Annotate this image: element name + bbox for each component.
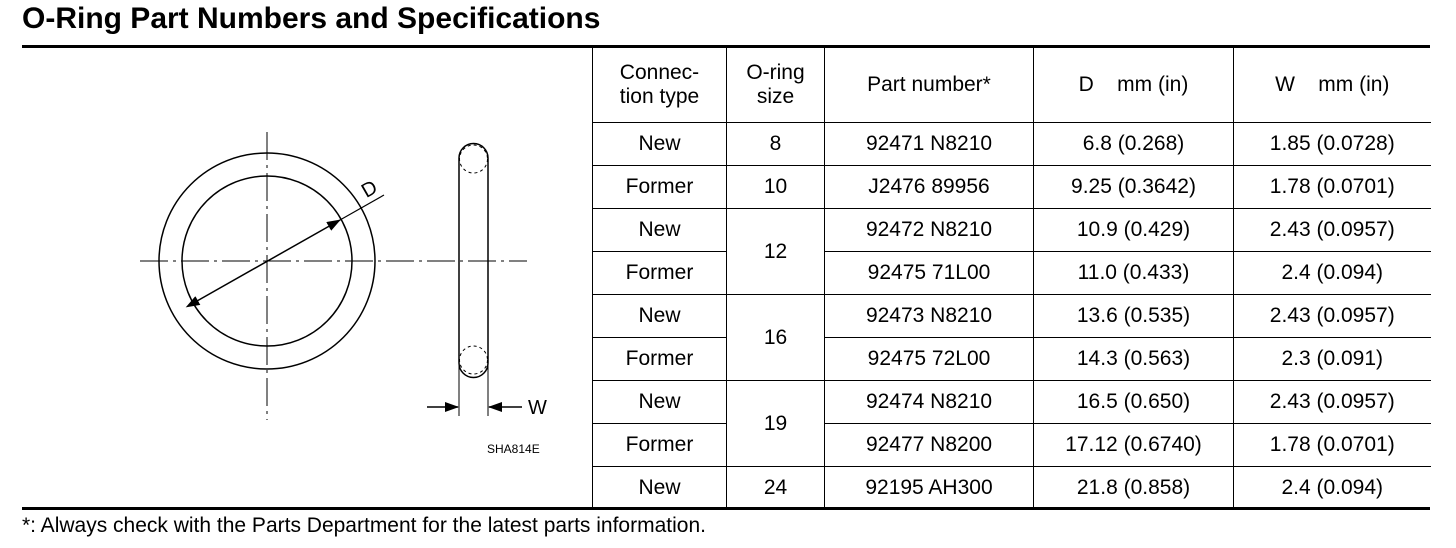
table-row: New 16 92473 N8210 13.6 (0.535) 2.43 (0.… xyxy=(592,294,1431,381)
cell-connection-type: New xyxy=(592,294,727,338)
side-bottom-cap xyxy=(458,362,489,379)
cell-oring-size: 10 xyxy=(726,165,825,209)
cell-oring-size: 19 xyxy=(726,380,825,467)
cell-d: 10.9 (0.429) xyxy=(1033,208,1234,252)
bottom-rule xyxy=(22,507,1430,510)
cell-part-number: 92475 72L00 xyxy=(824,337,1034,381)
cell-connection-type: Former xyxy=(592,165,727,209)
figure-code: SHA814E xyxy=(487,442,540,456)
cell-part-number: 92472 N8210 xyxy=(824,208,1034,252)
cell-connection-type: New xyxy=(592,122,727,166)
cell-w: 2.43 (0.0957) xyxy=(1233,380,1431,424)
oring-figure: D W SHA814E xyxy=(22,48,592,507)
side-bottom-section xyxy=(459,345,488,375)
oring-spec-table: Connec- tion type O-ring size Part numbe… xyxy=(592,48,1431,509)
header-oring-size: O-ring size xyxy=(726,48,825,123)
cell-connection-type: New xyxy=(592,208,727,252)
table-row: New 19 92474 N8210 16.5 (0.650) 2.43 (0.… xyxy=(592,380,1431,467)
outer-circle xyxy=(158,152,376,370)
cell-part-number: 92477 N8200 xyxy=(824,423,1034,467)
cell-d: 11.0 (0.433) xyxy=(1033,251,1234,295)
cell-oring-size: 12 xyxy=(726,208,825,295)
oring-diagram: D W SHA814E xyxy=(140,132,547,456)
header-connection-type: Connec- tion type xyxy=(592,48,727,123)
page-title: O-Ring Part Numbers and Specifications xyxy=(22,2,601,35)
cell-part-number: 92195 AH300 xyxy=(824,466,1034,509)
cell-part-number: 92475 71L00 xyxy=(824,251,1034,295)
cell-d: 13.6 (0.535) xyxy=(1033,294,1234,338)
cell-w: 1.78 (0.0701) xyxy=(1233,165,1431,209)
cell-connection-type: New xyxy=(592,466,727,509)
table-row: Former 92475 71L00 11.0 (0.433) 2.4 (0.0… xyxy=(592,251,1431,295)
d-dimension-arrow xyxy=(185,219,341,308)
cell-d: 14.3 (0.563) xyxy=(1033,337,1234,381)
cell-part-number: 92473 N8210 xyxy=(824,294,1034,338)
table-row: Former 92475 72L00 14.3 (0.563) 2.3 (0.0… xyxy=(592,337,1431,381)
cell-oring-size: 24 xyxy=(726,466,825,509)
cell-w: 2.3 (0.091) xyxy=(1233,337,1431,381)
cell-w: 2.4 (0.094) xyxy=(1233,251,1431,295)
cell-d: 21.8 (0.858) xyxy=(1033,466,1234,509)
table-header-row: Connec- tion type O-ring size Part numbe… xyxy=(592,48,1431,123)
table-row: New 12 92472 N8210 10.9 (0.429) 2.43 (0.… xyxy=(592,208,1431,295)
w-label: W xyxy=(528,397,547,419)
cell-w: 1.85 (0.0728) xyxy=(1233,122,1431,166)
header-part-number: Part number* xyxy=(824,48,1034,123)
cell-connection-type: New xyxy=(592,380,727,424)
cell-part-number: 92474 N8210 xyxy=(824,380,1034,424)
side-top-cap xyxy=(458,142,489,159)
footnote: *: Always check with the Parts Departmen… xyxy=(22,514,706,537)
table-row: New 24 92195 AH300 21.8 (0.858) 2.4 (0.0… xyxy=(592,466,1431,509)
cell-part-number: 92471 N8210 xyxy=(824,122,1034,166)
cell-connection-type: Former xyxy=(592,337,727,381)
table-row: Former 10 J2476 89956 9.25 (0.3642) 1.78… xyxy=(592,165,1431,209)
table-row: New 8 92471 N8210 6.8 (0.268) 1.85 (0.07… xyxy=(592,122,1431,166)
cell-w: 2.43 (0.0957) xyxy=(1233,294,1431,338)
cell-d: 17.12 (0.6740) xyxy=(1033,423,1234,467)
d-leader-line xyxy=(339,194,385,221)
side-top-section xyxy=(459,144,488,174)
table-row: Former 92477 N8200 17.12 (0.6740) 1.78 (… xyxy=(592,423,1431,467)
header-w: W mm (in) xyxy=(1233,48,1431,123)
cell-oring-size: 16 xyxy=(726,294,825,381)
cell-part-number: J2476 89956 xyxy=(824,165,1034,209)
header-d: D mm (in) xyxy=(1033,48,1234,123)
cell-d: 16.5 (0.650) xyxy=(1033,380,1234,424)
cell-oring-size: 8 xyxy=(726,122,825,166)
cell-w: 1.78 (0.0701) xyxy=(1233,423,1431,467)
cell-d: 9.25 (0.3642) xyxy=(1033,165,1234,209)
inner-circle xyxy=(181,175,353,347)
cell-d: 6.8 (0.268) xyxy=(1033,122,1234,166)
cell-connection-type: Former xyxy=(592,423,727,467)
cell-w: 2.43 (0.0957) xyxy=(1233,208,1431,252)
cell-connection-type: Former xyxy=(592,251,727,295)
title-rule xyxy=(22,45,1430,48)
cell-w: 2.4 (0.094) xyxy=(1233,466,1431,509)
